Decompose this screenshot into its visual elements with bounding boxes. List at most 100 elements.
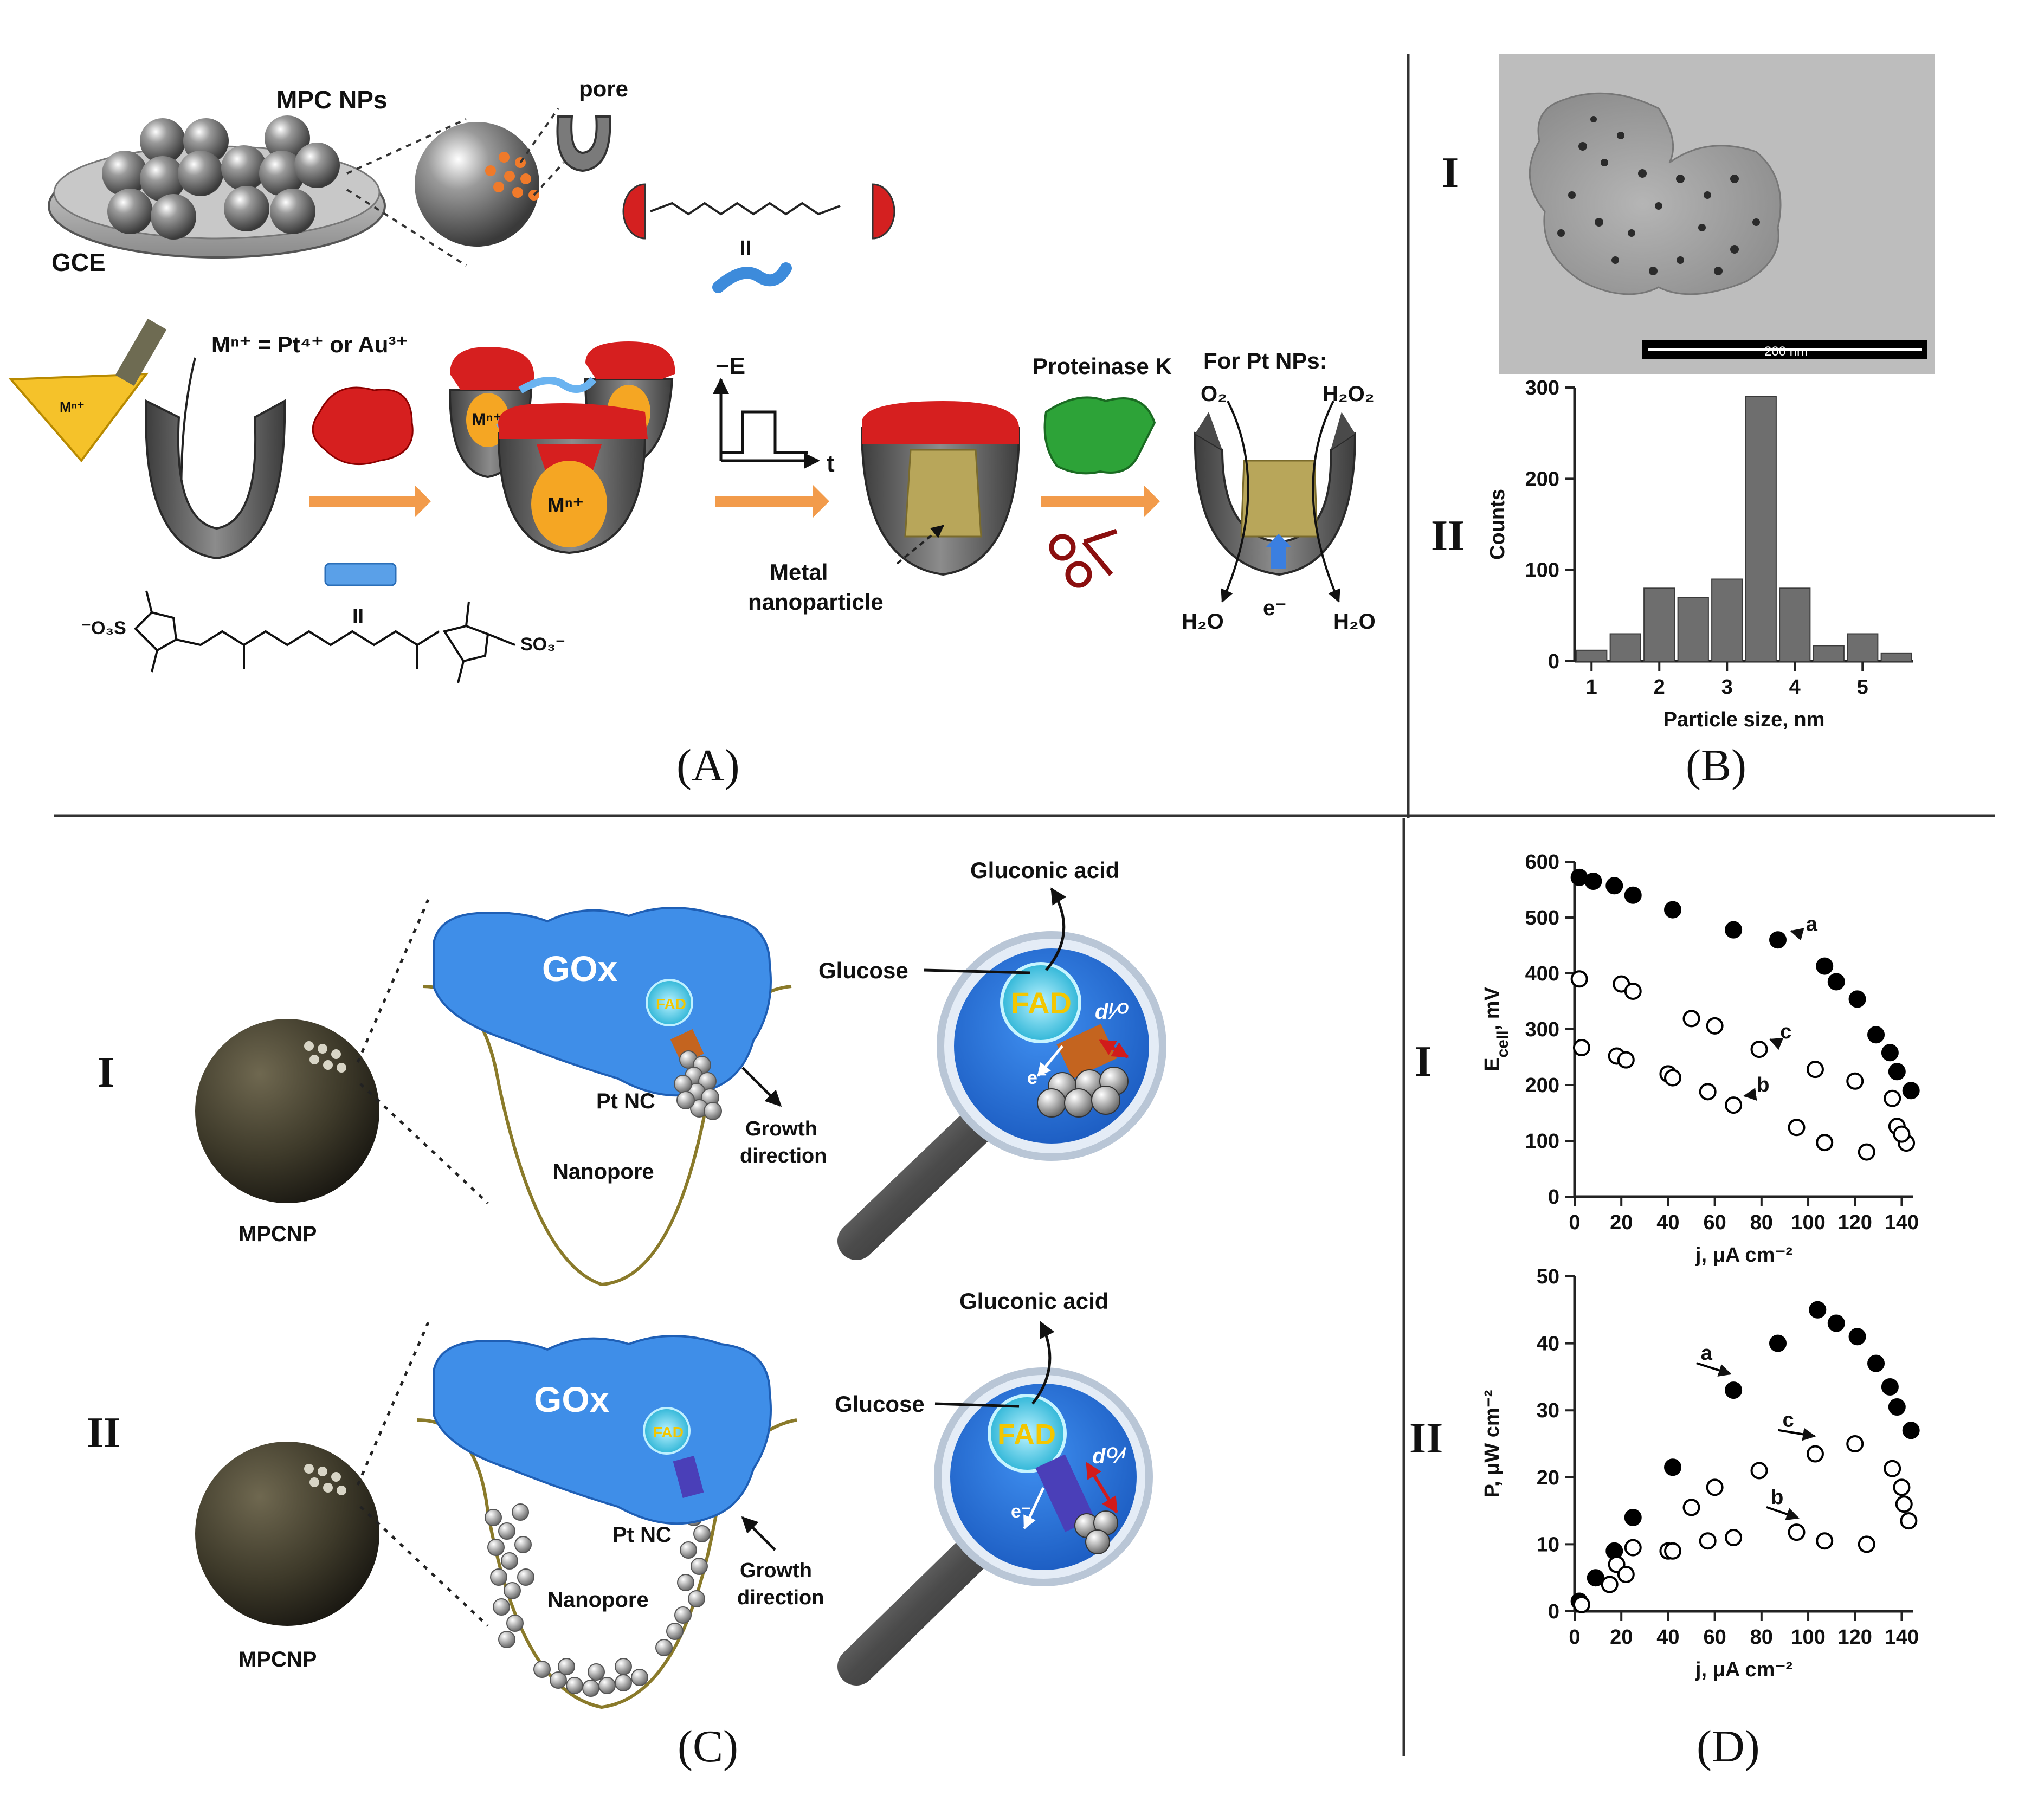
data-point-series-a [1848,1328,1866,1346]
time-label: t [827,450,835,477]
y-tick-label: 0 [1548,1186,1559,1209]
histogram-bar [1643,587,1675,662]
growth-arrow-1 [741,1067,782,1107]
x-axis-label: j, μA cm⁻² [1695,1244,1792,1267]
h2o2-arrow [1312,401,1340,603]
data-point-series-c [1846,1435,1864,1452]
data-point-series-c [1846,1072,1864,1090]
gluconic-arrow-2 [1031,1321,1055,1405]
y-tick-label: 100 [1525,1130,1559,1153]
y-tick-label: 200 [1525,468,1559,490]
fad-zoom-label-2: FAD [997,1418,1056,1451]
data-point-series-b [1858,1143,1875,1161]
gox-enzyme-1-icon [433,907,772,1097]
zoom-line [356,899,430,1063]
y-axis-label: Ecell, mV [1481,987,1512,1071]
data-point-series-a [1867,1026,1885,1044]
protein-blob-icon [312,386,414,466]
x-tick-label: 20 [1610,1211,1633,1234]
h2o-left-label: H₂O [1182,610,1224,634]
x-tick-label: 2 [1654,676,1665,699]
tem-dots-icon [1557,116,1760,275]
y-tick-label: 10 [1537,1533,1559,1556]
data-point-series-a [1725,921,1743,939]
data-point-series-c [1570,970,1588,988]
metal-np-label-1: Metal [770,559,828,585]
x-tick-label: 40 [1656,1211,1679,1234]
x-tick-label: 100 [1791,1211,1825,1234]
x-tick-label: 120 [1838,1211,1872,1234]
data-point-series-c [1624,1539,1642,1557]
data-point-series-b [1617,1566,1635,1584]
scissors-icon [1049,528,1118,588]
linker-chain-icon [650,202,841,216]
data-point-series-a [1902,1082,1920,1100]
data-point-series-a [1664,1458,1682,1476]
x-tick-label: 60 [1703,1211,1726,1234]
y-axis-label: Counts [1486,489,1509,560]
crosslinked-cups-icon: Mⁿ⁺ Mⁿ⁺ [448,341,675,554]
protein-left-icon [622,183,646,240]
mpcnp-label-2: MPCNP [238,1648,317,1671]
linker-blue-icon [712,262,792,293]
zoom-line [359,1506,489,1627]
data-point-series-b [1816,1134,1834,1152]
data-point-series-c [1893,1125,1911,1143]
pt-nc-cluster-2 [673,1456,704,1498]
mpc-spheres-icon [102,115,340,240]
data-point-series-a [1769,1334,1787,1352]
for-pt-label: For Pt NPs: [1203,348,1327,373]
data-point-series-b [1699,1083,1717,1101]
data-point-series-a [1809,1301,1827,1319]
data-point-series-c [1682,1499,1700,1516]
gluconic-label-2: Gluconic acid [959,1288,1108,1314]
electron-label-c1: e⁻ [1027,1068,1047,1088]
zoom-line [359,1083,489,1204]
growth-label-2a: Growth [740,1559,812,1582]
x-tick-label: 60 [1703,1626,1726,1649]
y-tick-label: 0 [1548,1600,1559,1623]
metal-np-cup-icon [860,401,1021,576]
glucose-label-1: Glucose [818,958,908,983]
scale-bar-label: 200 nm [1764,344,1808,359]
data-point-series-c [1750,1462,1768,1480]
y-tick-label: 600 [1525,851,1559,874]
zoom-line [346,189,467,267]
data-point-series-b [1816,1532,1834,1550]
zoom-line [533,162,565,196]
panel-a: MPC NPs GCE pore II Mⁿ⁺ Mⁿ⁺ = Pt⁴⁺ or Au… [8,76,1376,791]
histogram-bar [1813,645,1845,662]
electron-label-c2: e⁻ [1011,1501,1031,1522]
growth-label-1a: Growth [745,1118,817,1140]
x-tick-label: 1 [1586,676,1597,699]
data-point-series-b [1572,1596,1590,1613]
series-annotation-c: c [1780,1021,1791,1043]
mpc-nps-label: MPC NPs [276,86,387,114]
step-arrow-2 [715,485,829,518]
series-annotation-b: b [1757,1074,1769,1096]
pt-balls-wall-2-icon [485,1476,713,1697]
empty-pore-cup-icon [145,399,286,560]
x-tick-label: 80 [1750,1211,1773,1234]
zoom-line [356,1322,430,1486]
neg-e-label: −E [715,353,745,379]
panel-d-sub-ii: II [1409,1415,1443,1462]
histogram-bar [1847,633,1879,662]
data-point-series-a [1888,1398,1906,1416]
series-annotation-c: c [1783,1409,1794,1432]
o2-label: O₂ [1201,382,1227,406]
data-point-series-a [1867,1354,1885,1372]
x-tick-label: 5 [1857,676,1868,699]
h2o2-label: H₂O₂ [1323,382,1375,406]
data-point-series-a [1587,1569,1604,1587]
data-point-series-b [1858,1535,1875,1553]
mpc-sphere-zoom-icon [415,122,539,247]
pore-dots-icon [485,152,539,201]
so3-left-label: ⁻O₃S [81,618,126,638]
histogram-bar [1576,649,1608,662]
d-io-label: dᴵ⁄ᴼ [1095,1000,1129,1024]
glucose-line-2 [934,1402,1020,1408]
o2-arrow [1221,401,1249,603]
protein-right-icon [872,183,895,240]
